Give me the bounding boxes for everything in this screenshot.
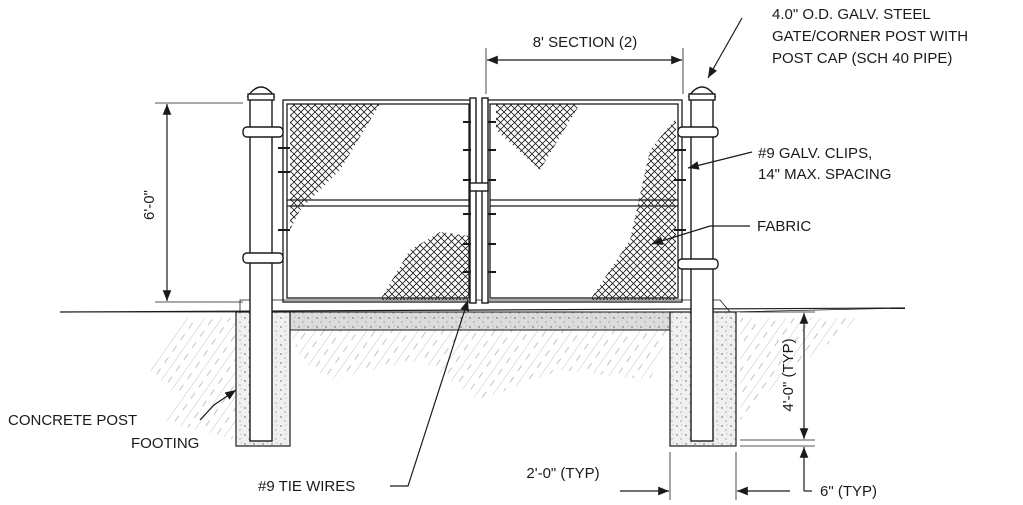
gate-leaf-left [282, 99, 474, 303]
footing-width-label: 2'-0" (TYP) [526, 465, 599, 482]
footing-leader [199, 389, 237, 421]
tie-wires-leader [390, 299, 469, 487]
clips-label-line1: #9 GALV. CLIPS, [758, 145, 872, 162]
post-label-line1: 4.0" O.D. GALV. STEEL [772, 6, 931, 23]
dimension-depth [740, 311, 815, 492]
center-latch [469, 97, 489, 304]
clips-leader [687, 151, 753, 170]
ground [59, 299, 906, 440]
post-label-line2: GATE/CORNER POST WITH [772, 28, 968, 45]
dimension-footing-width [620, 452, 790, 500]
footing-bottom-label: 6" (TYP) [820, 483, 877, 500]
fabric-label: FABRIC [757, 218, 811, 235]
fabric-leader [651, 225, 750, 245]
section-label: 8' SECTION (2) [533, 34, 638, 51]
tie-wires-label: #9 TIE WIRES [258, 478, 355, 495]
hinges [242, 126, 719, 270]
dimension-height [155, 102, 243, 303]
gate-leaf-right [485, 99, 683, 303]
post-label-line3: POST CAP (SCH 40 PIPE) [772, 50, 952, 67]
footing-label-line1: CONCRETE POST [8, 412, 137, 429]
height-label: 6'-0" [141, 190, 158, 220]
clips-label-line2: 14" MAX. SPACING [758, 166, 891, 183]
dimension-section [485, 48, 684, 94]
post-leader [707, 17, 743, 79]
footing-label-line2: FOOTING [131, 435, 199, 452]
tie-wire-clips [278, 121, 686, 273]
depth-label: 4'-0" (TYP) [780, 338, 797, 411]
gate-post-left [246, 86, 276, 442]
